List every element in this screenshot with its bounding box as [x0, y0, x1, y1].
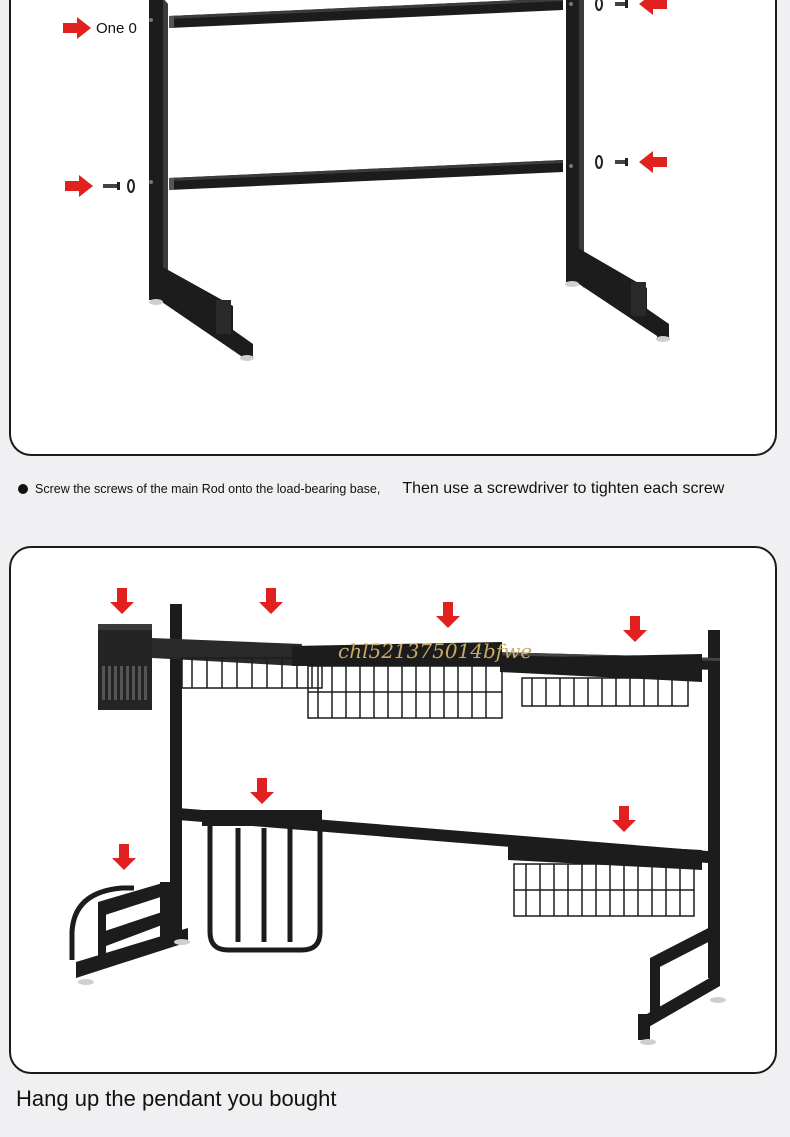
washer-icon — [595, 0, 603, 11]
screw-icon — [103, 179, 135, 193]
arrow-down-icon — [623, 616, 647, 642]
arrow-down-icon — [612, 806, 636, 832]
cup-holder — [202, 810, 323, 953]
lower-right-basket — [508, 840, 702, 917]
top-left-basket — [152, 638, 323, 689]
arrow-down-icon — [259, 588, 283, 614]
top-right-basket — [500, 654, 702, 707]
bullet-icon — [18, 484, 28, 494]
top-rod — [169, 0, 563, 28]
top-middle-basket — [292, 642, 503, 719]
arrow-icon — [639, 151, 667, 173]
arrow-icon — [63, 17, 91, 39]
accessories-diagram-panel: chl521375014bfwe — [9, 546, 777, 1074]
arrow-down-icon — [110, 588, 134, 614]
caption-small: Screw the screws of the main Rod onto th… — [35, 482, 381, 496]
arrow-down-icon — [436, 602, 460, 628]
lower-rod — [169, 160, 563, 190]
watermark-text: chl521375014bfwe — [338, 639, 532, 663]
utensil-holder — [98, 624, 152, 710]
label-one: One 0 — [96, 20, 137, 37]
arrow-icon — [65, 175, 93, 197]
arrow-down-icon — [112, 844, 136, 870]
cutting-board-holder — [69, 882, 170, 960]
washer-icon — [595, 155, 603, 169]
pendant-caption: Hang up the pendant you bought — [16, 1086, 337, 1111]
arrow-icon — [639, 0, 667, 15]
instruction-caption: Screw the screws of the main Rod onto th… — [18, 472, 763, 506]
left-upright — [149, 0, 254, 361]
caption-large: Then use a screwdriver to tighten each s… — [402, 480, 725, 497]
arrow-down-icon — [250, 778, 274, 804]
frame-assembly-illustration: One 0 — [63, 0, 670, 361]
screw-icon — [615, 158, 628, 166]
right-upright — [565, 0, 670, 342]
assembly-diagram-panel: One 0 — [9, 0, 777, 456]
rack-accessories-illustration: chl521375014bfwe — [69, 588, 726, 1045]
screw-icon — [615, 0, 628, 8]
